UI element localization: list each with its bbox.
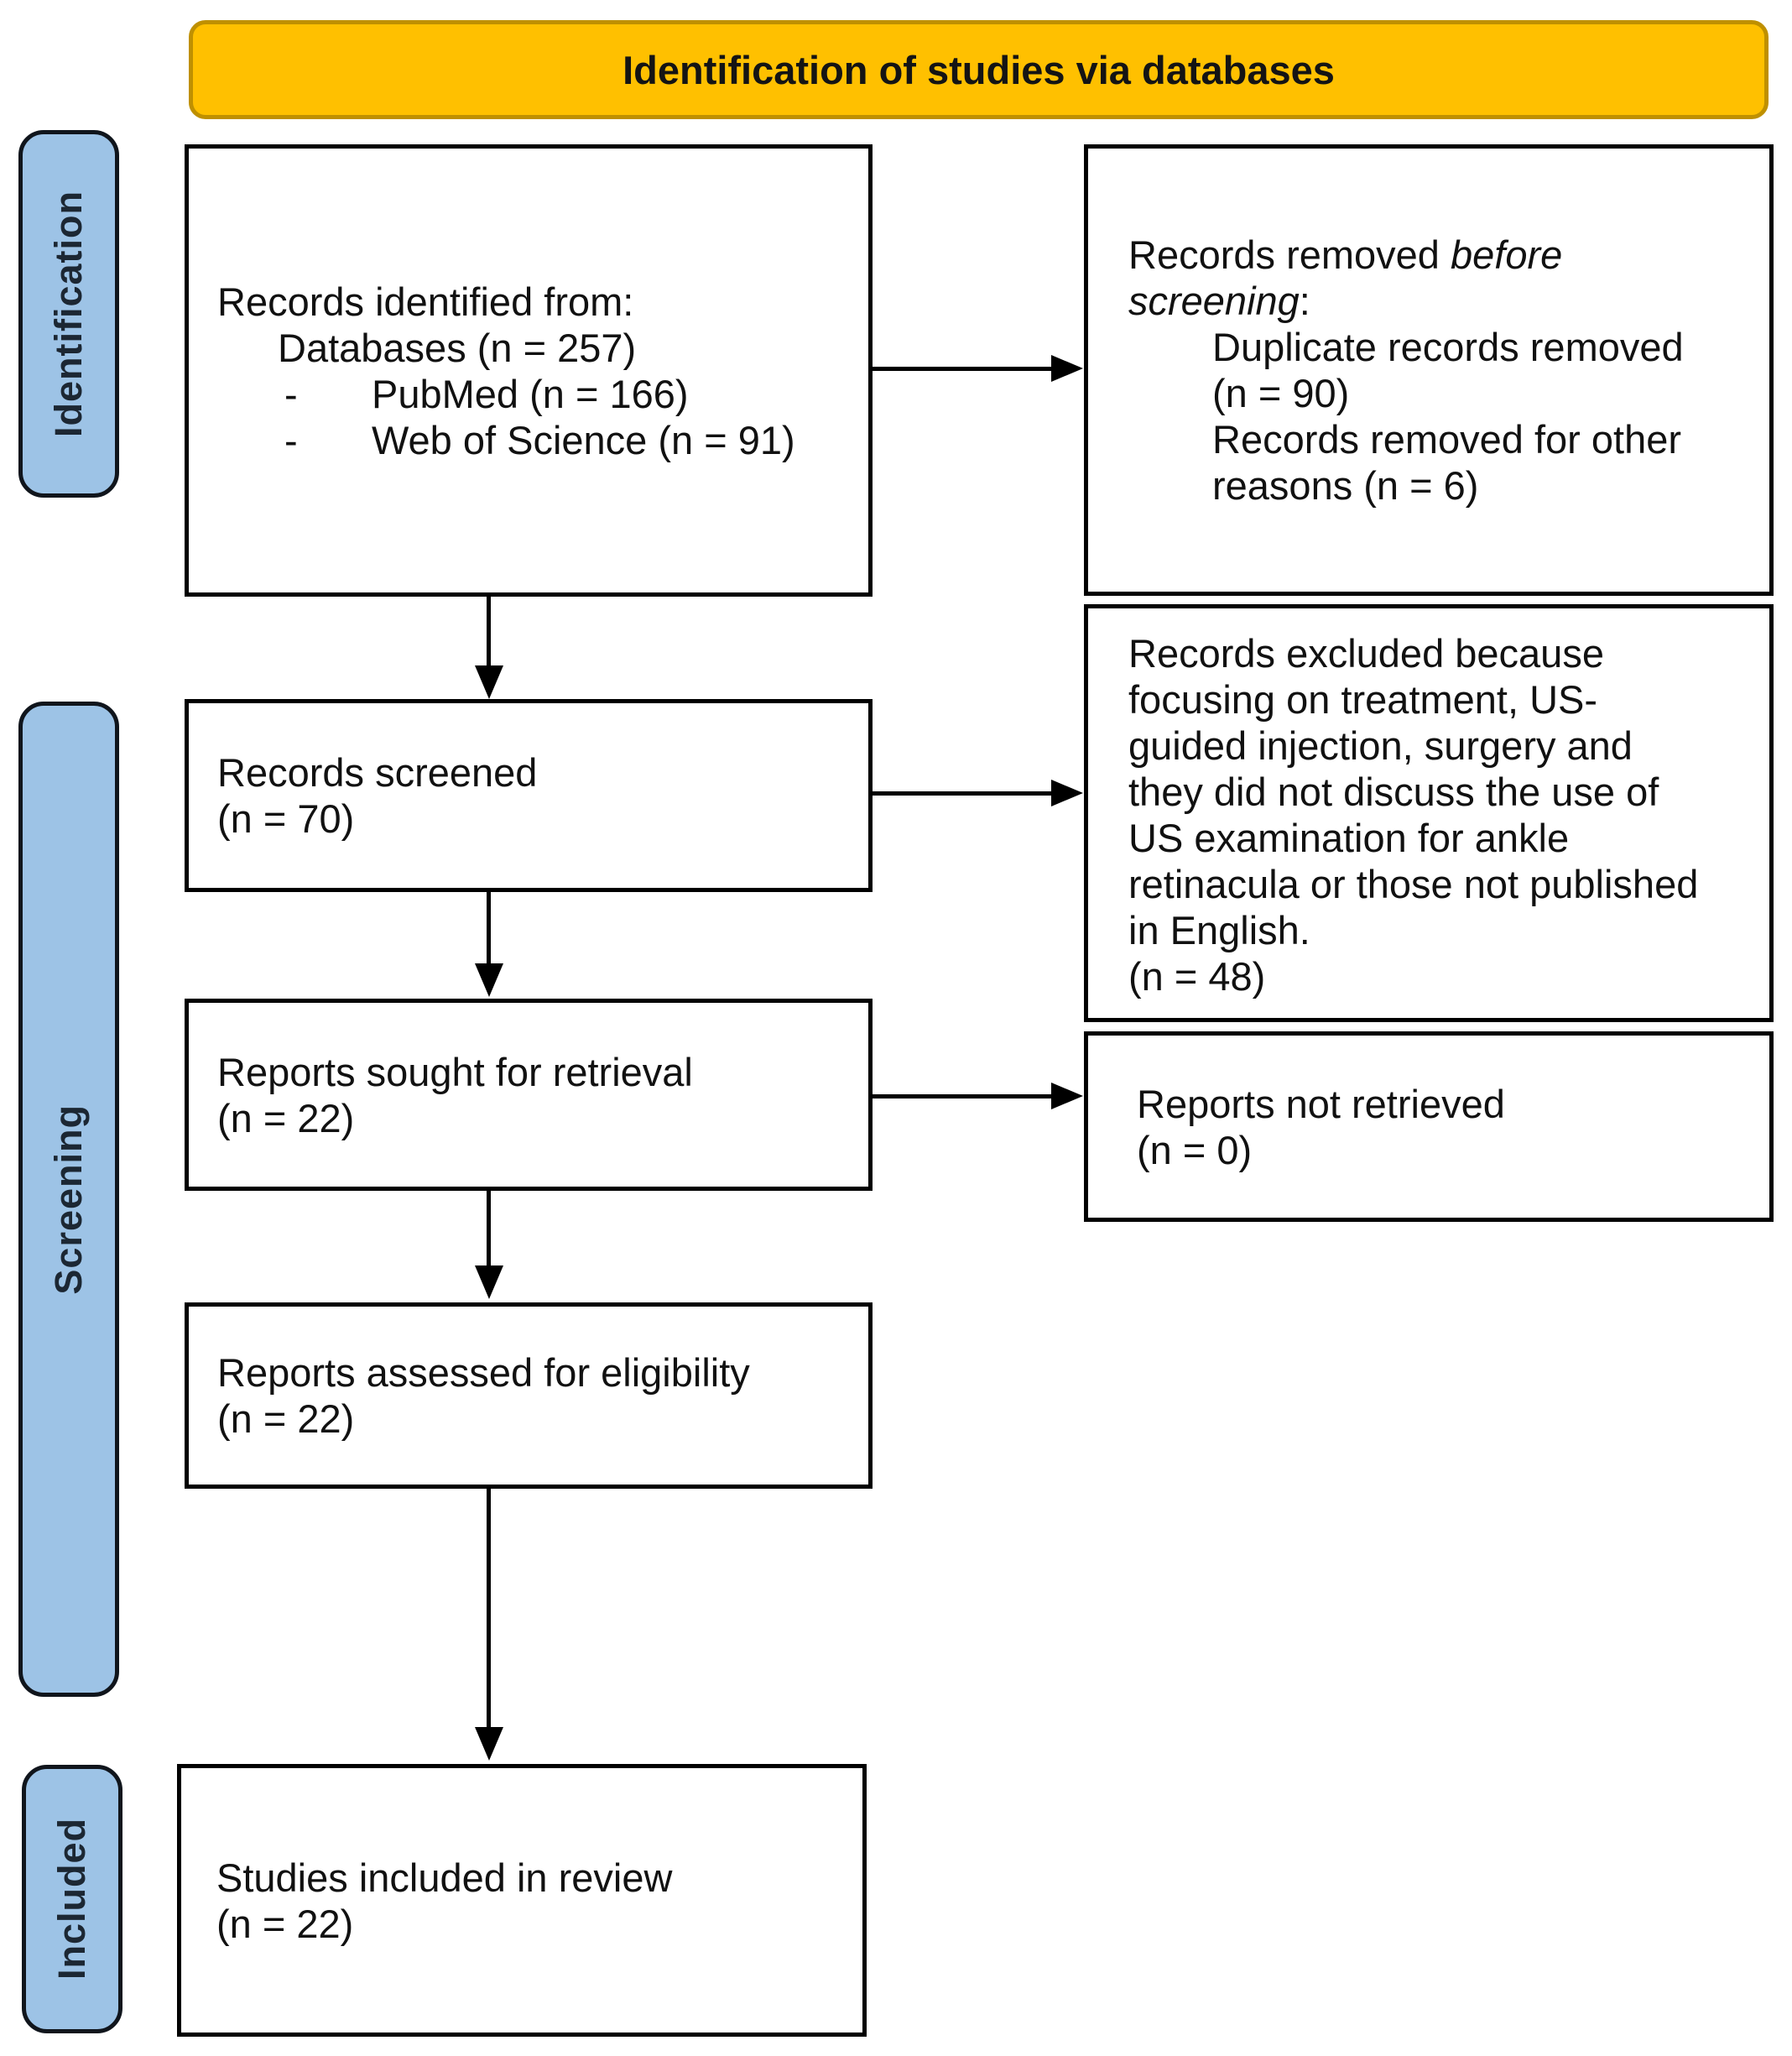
box-studies-included: Studies included in review (n = 22) <box>177 1764 867 2037</box>
stage-label-included: Included <box>50 1818 93 1980</box>
stage-bar-identification: Identification <box>18 130 119 498</box>
records-identified-bullet-wos: - Web of Science (n = 91) <box>284 417 855 463</box>
records-removed-heading: Records removed before screening: <box>1128 232 1753 324</box>
records-removed-lead: Records removed <box>1128 232 1451 277</box>
records-excluded-text: Records excluded because focusing on tre… <box>1128 631 1699 999</box>
box-records-screened: Records screened (n = 70) <box>185 699 873 892</box>
stage-label-screening: Screening <box>47 1104 90 1295</box>
arrow-line <box>873 367 1055 371</box>
box-records-removed: Records removed before screening: Duplic… <box>1084 144 1774 596</box>
bullet-label-wos: Web of Science (n = 91) <box>372 417 795 462</box>
records-removed-other: Records removed for other reasons (n = 6… <box>1212 417 1682 508</box>
reports-assessed-text: Reports assessed for eligibility (n = 22… <box>217 1350 750 1441</box>
records-identified-databases: Databases (n = 257) <box>278 325 637 370</box>
arrow-line <box>487 1489 491 1729</box>
records-removed-duplicates: Duplicate records removed (n = 90) <box>1212 325 1684 415</box>
records-screened-text: Records screened (n = 70) <box>217 750 538 841</box>
records-identified-bullet-pubmed: - PubMed (n = 166) <box>284 371 855 417</box>
arrow-line <box>873 791 1055 796</box>
arrow-head-down-icon <box>475 665 503 699</box>
studies-included-text: Studies included in review (n = 22) <box>216 1855 673 1946</box>
bullet-label-pubmed: PubMed (n = 166) <box>372 371 689 416</box>
arrow-head-right-icon <box>1051 355 1083 382</box>
box-records-identified: Records identified from: Databases (n = … <box>185 144 873 597</box>
banner: Identification of studies via databases <box>189 20 1769 119</box>
arrow-head-right-icon <box>1051 1083 1083 1109</box>
box-reports-assessed: Reports assessed for eligibility (n = 22… <box>185 1302 873 1489</box>
arrow-head-down-icon <box>475 963 503 997</box>
box-reports-sought: Reports sought for retrieval (n = 22) <box>185 999 873 1191</box>
dash-icon: - <box>284 371 298 416</box>
stage-label-identification: Identification <box>47 190 90 437</box>
arrow-line <box>487 1191 491 1267</box>
arrow-head-down-icon <box>475 1265 503 1299</box>
reports-not-retrieved-text: Reports not retrieved (n = 0) <box>1137 1081 1505 1172</box>
box-records-excluded: Records excluded because focusing on tre… <box>1084 604 1774 1022</box>
banner-title: Identification of studies via databases <box>623 47 1335 92</box>
arrow-head-down-icon <box>475 1727 503 1761</box>
records-removed-italic-screening: screening <box>1128 279 1300 323</box>
box-reports-not-retrieved: Reports not retrieved (n = 0) <box>1084 1031 1774 1222</box>
stage-bar-included: Included <box>22 1765 122 2033</box>
dash-icon: - <box>284 417 298 462</box>
records-removed-italic-before: before <box>1451 232 1563 277</box>
arrow-line <box>487 597 491 667</box>
stage-bar-screening: Screening <box>18 702 119 1697</box>
records-identified-heading: Records identified from: <box>217 279 634 324</box>
arrow-line <box>873 1094 1055 1098</box>
arrow-head-right-icon <box>1051 780 1083 806</box>
records-removed-colon: : <box>1299 279 1310 323</box>
arrow-line <box>487 892 491 965</box>
reports-sought-text: Reports sought for retrieval (n = 22) <box>217 1049 693 1140</box>
